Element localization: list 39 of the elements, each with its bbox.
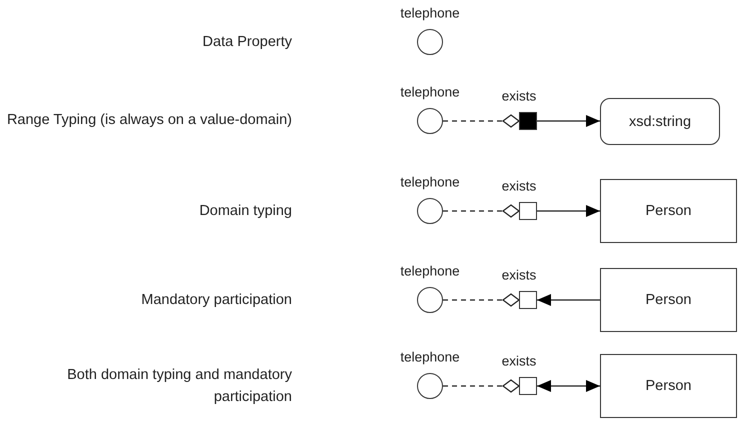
square <box>519 291 537 309</box>
circle <box>417 373 443 399</box>
row-label: Both domain typing and mandatory participation <box>66 366 292 407</box>
node-caption: exists <box>502 354 536 368</box>
rounded-box <box>600 98 720 145</box>
square <box>519 202 537 220</box>
box-label: xsd:string <box>628 114 692 130</box>
node-caption: telephone <box>400 6 460 20</box>
connector <box>443 114 520 128</box>
row-label: Mandatory participation <box>140 291 292 310</box>
circle <box>417 108 443 134</box>
circle <box>417 287 443 313</box>
entity-box <box>600 354 737 418</box>
connector <box>537 205 600 217</box>
node-caption: exists <box>502 178 536 194</box>
box-label: Person <box>646 292 692 308</box>
connector <box>537 380 600 392</box>
connector <box>443 293 520 307</box>
connector <box>537 294 600 306</box>
circle <box>417 29 443 55</box>
row-label: Data Property <box>202 33 292 52</box>
row-label: Domain typing <box>198 202 292 221</box>
box-label: Person <box>646 378 692 394</box>
square <box>519 377 537 395</box>
connector <box>443 379 520 393</box>
connector <box>537 115 600 127</box>
node-caption: telephone <box>400 84 460 100</box>
node-caption: exists <box>502 88 536 104</box>
node-caption: telephone <box>400 264 460 278</box>
node-caption: exists <box>502 268 536 282</box>
row-label: Range Typing (is always on a value-domain) <box>6 111 292 130</box>
connector <box>443 204 520 218</box>
entity-box <box>600 268 737 332</box>
box-label: Person <box>646 203 692 219</box>
node-caption: telephone <box>400 350 460 364</box>
filled-square <box>519 112 537 130</box>
node-caption: telephone <box>400 174 460 190</box>
circle <box>417 198 443 224</box>
entity-box <box>600 179 737 243</box>
